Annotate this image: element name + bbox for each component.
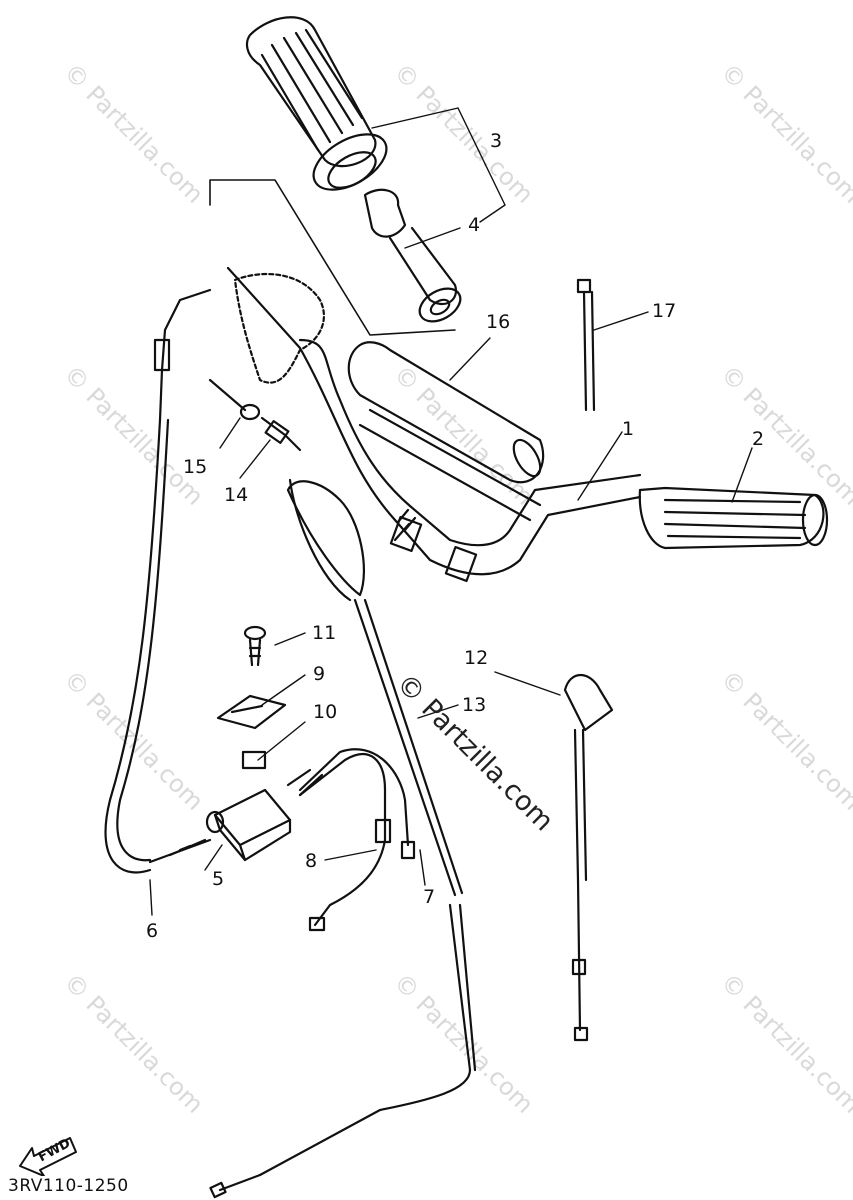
left-grip [245, 16, 388, 191]
callout-1: 1 [622, 418, 635, 440]
clip [241, 750, 267, 770]
callout-13: 13 [462, 694, 487, 716]
callout-11: 11 [312, 622, 337, 644]
callout-17: 17 [652, 300, 677, 322]
callout-3: 3 [490, 130, 503, 152]
callout-14: 14 [224, 484, 249, 506]
callout-16: 16 [486, 311, 511, 333]
screw [243, 625, 267, 667]
callout-10: 10 [313, 701, 338, 723]
callout-12: 12 [464, 647, 489, 669]
leader-lines [149, 107, 753, 916]
assembly-bracket [209, 179, 456, 336]
adjuster-nut-parts [208, 378, 302, 452]
plate [216, 694, 287, 730]
callout-4: 4 [468, 214, 481, 236]
throttle-tube [363, 188, 462, 323]
callout-8: 8 [305, 850, 318, 872]
callout-6: 6 [146, 920, 159, 942]
callout-15: 15 [183, 456, 208, 478]
handlebar-pad [347, 341, 545, 484]
callout-9: 9 [313, 663, 326, 685]
callout-2: 2 [752, 428, 765, 450]
handlebar [226, 266, 642, 583]
speedometer-cable [563, 673, 614, 1042]
throttle-cable-assembly [286, 748, 416, 932]
cable-tie [576, 278, 596, 412]
throttle-cable [104, 288, 212, 874]
cable-junction-box [168, 788, 292, 862]
throttle-housing-outline [233, 272, 325, 384]
diagram-code: 3RV110-1250 [8, 1176, 129, 1196]
meter-cable [209, 478, 477, 1199]
fwd-arrow-icon [19, 1137, 77, 1176]
callout-5: 5 [212, 868, 225, 890]
callout-7: 7 [423, 886, 436, 908]
